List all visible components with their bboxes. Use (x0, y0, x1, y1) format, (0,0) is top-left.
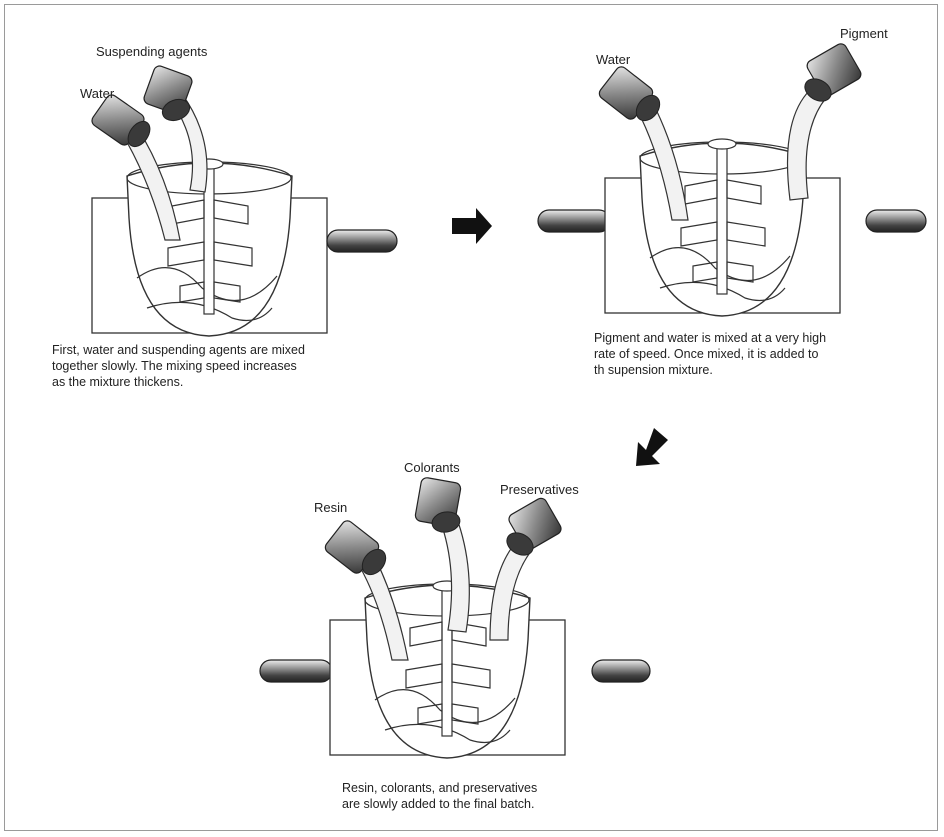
shaft-right-step3 (592, 660, 650, 682)
mixer-step1 (90, 64, 397, 336)
caption-step2-line1: Pigment and water is mixed at a very hig… (594, 330, 826, 346)
caption-step3-line1: Resin, colorants, and preservatives (342, 780, 537, 796)
label-water-step2: Water (596, 52, 630, 67)
label-resin: Resin (314, 500, 347, 515)
caption-step1: First, water and suspending agents are m… (52, 342, 305, 390)
label-pigment: Pigment (840, 26, 888, 41)
label-colorants: Colorants (404, 460, 460, 475)
arrow-down-left-icon (636, 428, 668, 466)
caption-step2-line3: th supension mixture. (594, 362, 826, 378)
caption-step1-line1: First, water and suspending agents are m… (52, 342, 305, 358)
shaft-left-step2 (538, 210, 610, 232)
pigment-can (788, 42, 864, 200)
caption-step3-line2: are slowly added to the final batch. (342, 796, 537, 812)
caption-step2-line2: rate of speed. Once mixed, it is added t… (594, 346, 826, 362)
mixer-step2 (538, 42, 926, 316)
label-preservatives: Preservatives (500, 482, 579, 497)
caption-step1-line2: together slowly. The mixing speed increa… (52, 358, 305, 374)
caption-step1-line3: as the mixture thickens. (52, 374, 305, 390)
caption-step3: Resin, colorants, and preservatives are … (342, 780, 537, 812)
mixer-step3 (260, 477, 650, 758)
shaft-left-step3 (260, 660, 332, 682)
shaft-right-step2 (866, 210, 926, 232)
caption-step2: Pigment and water is mixed at a very hig… (594, 330, 826, 378)
label-suspending-agents: Suspending agents (96, 44, 207, 59)
shaft-right-step1 (327, 230, 397, 252)
arrow-right-icon (452, 208, 492, 244)
label-water-step1: Water (80, 86, 114, 101)
